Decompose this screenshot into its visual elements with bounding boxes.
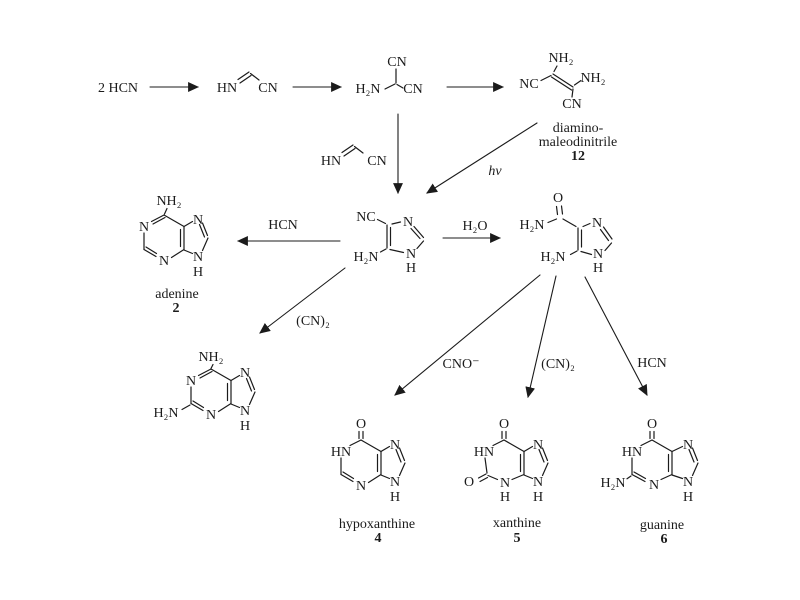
atom-n1: HN [474, 445, 494, 460]
atom-n-bottom: N [406, 247, 416, 262]
atom-n1: HN [331, 445, 351, 460]
atom-o: O [553, 191, 563, 206]
h2o-label: H₂O [462, 219, 487, 234]
hypoxanthine-structure: O HN N N N H hypoxanthine 4 [331, 417, 415, 546]
atom-h3: H [500, 490, 510, 505]
adenine-structure: NH₂ N N N N H adenine 2 [139, 194, 209, 316]
aminoimidazole-carbonitrile-structure: NC N H₂N N H [353, 210, 425, 276]
aminomalononitrile-structure: CN H₂N CN [355, 55, 422, 97]
atom-n9: N [533, 475, 543, 490]
atom-n9: N [390, 475, 400, 490]
arrow-cno-to-hypoxanthine [394, 274, 541, 396]
hcn-left-label: HCN [268, 218, 298, 233]
arrow-cn2-to-diaminopurine [259, 267, 346, 334]
atom-o6: O [499, 417, 509, 432]
atom-h9: H [193, 265, 203, 280]
atom-h9: H [533, 490, 543, 505]
iminoacetonitrile-mid-structure: HN CN [321, 144, 387, 169]
adenine-number: 2 [173, 301, 180, 316]
atom-n3: N [356, 479, 366, 494]
xanthine-number: 5 [514, 531, 521, 546]
hypoxanthine-number: 4 [375, 531, 382, 546]
xanthine-structure: O HN O N H N N H xanthine 5 [464, 417, 549, 546]
atom-n1: N [139, 220, 149, 235]
atom-h2n: H₂N [353, 250, 378, 265]
aminoimidazole-carboxamide-structure: O H₂N N H₂N N H [519, 191, 613, 276]
hv-label: hν [488, 164, 502, 179]
atom-cn-right: CN [403, 82, 422, 97]
atom-nh2-top: NH₂ [548, 51, 573, 66]
arrows [149, 82, 648, 399]
atom-n9: N [193, 250, 203, 265]
compound-number: 12 [571, 149, 585, 164]
cno-label: CNO⁻ [443, 357, 480, 372]
atom-h: H [406, 261, 416, 276]
atom-o6: O [356, 417, 366, 432]
arrow-cn2-to-xanthine [525, 275, 557, 399]
atom-h: H [593, 261, 603, 276]
atom-n3: N [500, 476, 510, 491]
atom-n7: N [683, 438, 693, 453]
iminoacetonitrile-top-structure: HN CN [217, 71, 278, 96]
atom-o2: O [464, 475, 474, 490]
hcn-right-label: HCN [637, 356, 667, 371]
atom-n-bottom: N [593, 247, 603, 262]
atom-n7: N [533, 438, 543, 453]
diaminomaleodinitrile-structure: NH₂ NC NH₂ CN diamino- maleodinitrile 12 [519, 51, 617, 164]
atom-h2n: H₂N [355, 82, 380, 97]
atom-cn: CN [367, 154, 386, 169]
atom-nh2: NH₂ [156, 194, 181, 209]
atom-n3: N [159, 254, 169, 269]
cn2-left-label: (CN)₂ [296, 314, 330, 329]
arrow-hv-to-aicn [426, 122, 538, 194]
cn2-mid-label: (CN)₂ [541, 357, 575, 372]
atom-nh2-right: NH₂ [580, 71, 605, 86]
diaminopurine-structure: NH₂ N H₂N N N N H [153, 350, 256, 434]
atom-cn: CN [258, 81, 277, 96]
caption-line1: diamino- [553, 121, 604, 136]
atom-nc: NC [356, 210, 375, 225]
atom-n3: N [649, 478, 659, 493]
atom-n-top: N [592, 216, 602, 231]
hypoxanthine-caption: hypoxanthine [339, 517, 415, 532]
atom-n7: N [390, 438, 400, 453]
atom-hn: HN [217, 81, 237, 96]
atom-n9: N [240, 404, 250, 419]
atom-n1: HN [622, 445, 642, 460]
atom-cn-bottom: CN [562, 97, 581, 112]
guanine-structure: O HN H₂N N N N H guanine 6 [600, 417, 699, 547]
atom-nh2: NH₂ [198, 350, 223, 365]
atom-n3: N [206, 408, 216, 423]
atom-h9: H [390, 490, 400, 505]
start-label: 2 HCN [98, 81, 138, 96]
atom-n-top: N [403, 215, 413, 230]
atom-h9: H [240, 419, 250, 434]
atom-nc: NC [519, 77, 538, 92]
atom-h2n-amide: H₂N [519, 218, 544, 233]
atom-n9: N [683, 475, 693, 490]
reagent-labels: hν HCN H₂O (CN)₂ CNO⁻ (CN)₂ HCN [268, 164, 667, 372]
atom-h9: H [683, 490, 693, 505]
guanine-number: 6 [661, 532, 668, 547]
atom-cn-top: CN [387, 55, 406, 70]
atom-h2n: H₂N [540, 250, 565, 265]
atom-hn: HN [321, 154, 341, 169]
atom-n7: N [240, 366, 250, 381]
xanthine-caption: xanthine [493, 516, 541, 531]
atom-h2n: H₂N [600, 476, 625, 491]
adenine-caption: adenine [155, 287, 199, 302]
atom-o6: O [647, 417, 657, 432]
atom-h2n: H₂N [153, 406, 178, 421]
guanine-caption: guanine [640, 518, 684, 533]
atom-n1: N [186, 374, 196, 389]
atom-n7: N [193, 213, 203, 228]
caption-line2: maleodinitrile [539, 135, 618, 150]
arrow-hcn-to-guanine [584, 276, 648, 396]
